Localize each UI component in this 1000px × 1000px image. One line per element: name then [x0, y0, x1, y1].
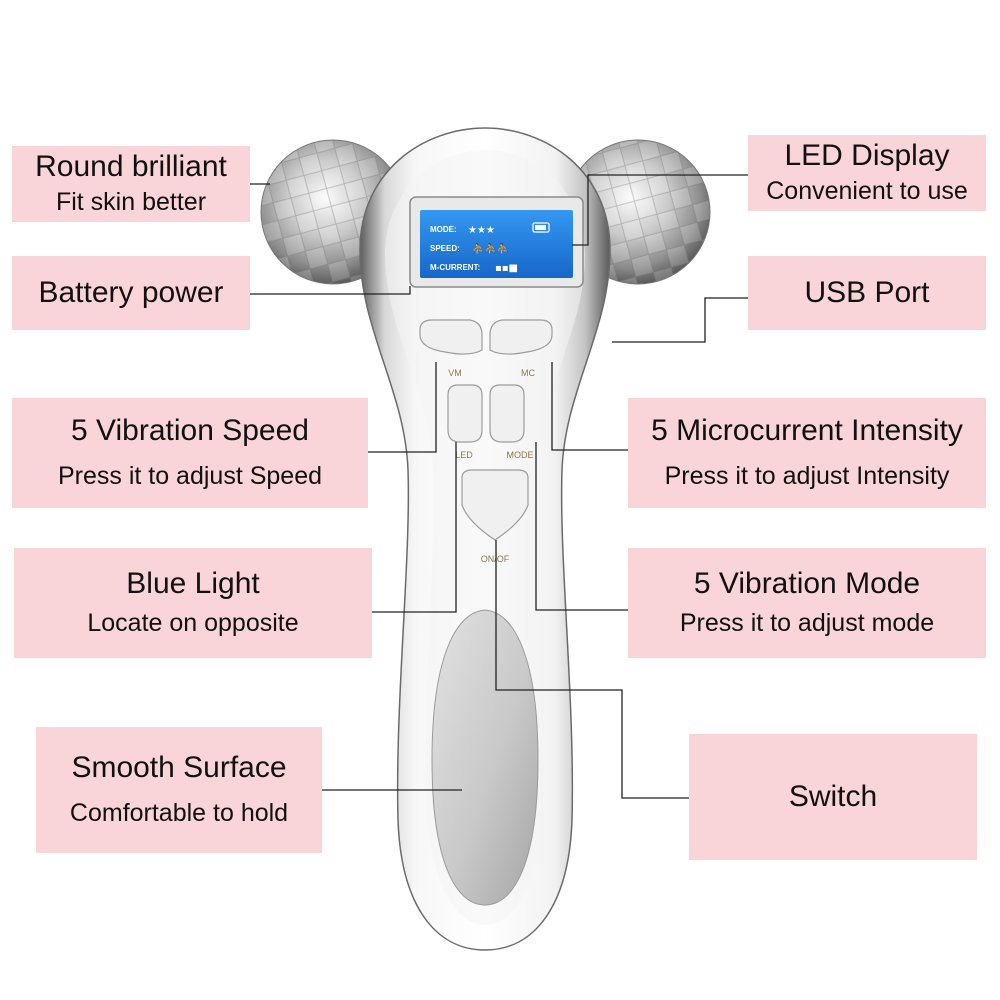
callout-vibration-speed: 5 Vibration Speed Press it to adjust Spe… [12, 398, 368, 508]
button-mode-label: MODE [507, 450, 534, 460]
callout-blue-light-title: Blue Light [126, 567, 260, 601]
power-button-label: ON/OF [481, 554, 510, 564]
callout-led-display-title: LED Display [784, 139, 950, 173]
button-vm[interactable]: VM [419, 319, 483, 378]
power-button[interactable]: ON/OF [461, 469, 529, 564]
callout-switch: Switch [689, 734, 977, 860]
led-display: MODE: ★★★ SPEED: ⛹⛹⛹ M-CURRENT: ▪▪■ [409, 196, 584, 288]
button-mc[interactable]: MC [489, 319, 553, 378]
callout-microcurrent-intensity: 5 Microcurrent Intensity Press it to adj… [628, 398, 986, 508]
button-led[interactable]: LED [447, 384, 483, 460]
callout-microcurrent-intensity-title: 5 Microcurrent Intensity [651, 414, 963, 448]
button-mode[interactable]: MODE [489, 384, 534, 460]
callout-led-display-sub: Convenient to use [766, 177, 968, 206]
callout-vibration-speed-sub: Press it to adjust Speed [57, 462, 323, 491]
callout-vibration-mode: 5 Vibration Mode Press it to adjust mode [628, 548, 986, 658]
callout-led-display: LED Display Convenient to use [748, 135, 986, 211]
display-speed-label: SPEED: [430, 244, 460, 253]
button-vm-label: VM [448, 368, 462, 378]
callout-round-brilliant-sub: Fit skin better [55, 188, 207, 217]
callout-blue-light: Blue Light Locate on opposite [14, 548, 372, 658]
callout-smooth-surface-sub: Comfortable to hold [69, 799, 289, 828]
callout-vibration-mode-title: 5 Vibration Mode [693, 567, 921, 601]
callout-battery-power: Battery power [12, 256, 250, 330]
button-mc-label: MC [521, 368, 535, 378]
callout-battery-power-title: Battery power [38, 276, 224, 309]
callout-vibration-mode-sub: Press it to adjust mode [679, 609, 935, 638]
callout-smooth-surface-title: Smooth Surface [71, 751, 287, 785]
button-led-label: LED [455, 450, 473, 460]
callout-round-brilliant: Round brilliant Fit skin better [12, 146, 250, 222]
callout-usb-port-title: USB Port [804, 276, 930, 309]
display-mode-value: ★★★ [468, 225, 495, 236]
display-current-label: M-CURRENT: [430, 263, 480, 272]
callout-blue-light-sub: Locate on opposite [87, 609, 299, 638]
callout-vibration-speed-title: 5 Vibration Speed [71, 414, 309, 448]
smooth-surface-panel [431, 609, 539, 906]
callout-smooth-surface: Smooth Surface Comfortable to hold [36, 727, 322, 853]
callout-microcurrent-intensity-sub: Press it to adjust Intensity [664, 462, 950, 491]
callout-usb-port: USB Port [748, 256, 986, 330]
display-speed-value: ⛹⛹⛹ [472, 242, 509, 255]
battery-icon [532, 222, 550, 233]
leader-lines [250, 174, 748, 799]
display-mode-label: MODE: [430, 225, 457, 234]
callout-switch-title: Switch [788, 780, 878, 813]
display-current-value: ▪▪■ [495, 263, 518, 274]
callout-round-brilliant-title: Round brilliant [35, 150, 227, 184]
